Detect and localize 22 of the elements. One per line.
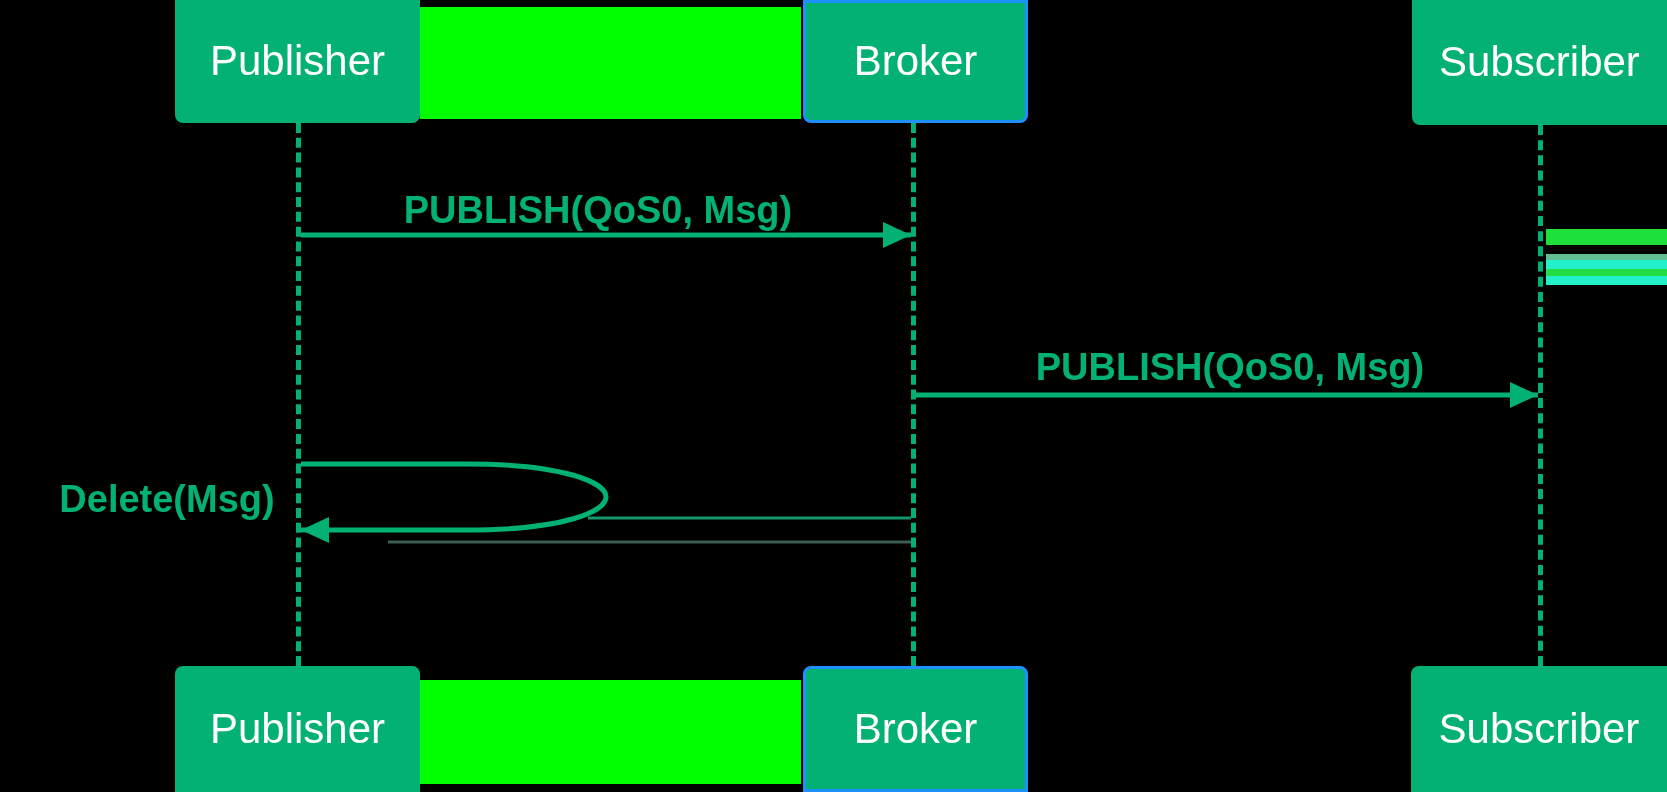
message-arrow <box>916 382 1538 408</box>
stray-line <box>588 516 911 520</box>
self-message-arrow <box>301 461 609 543</box>
filled-block <box>420 680 801 784</box>
participant-box <box>803 0 1028 123</box>
participant-name: Broker <box>853 705 978 753</box>
participant-name: Subscriber <box>1438 705 1640 753</box>
lifeline <box>296 123 301 666</box>
lifeline <box>911 123 916 666</box>
filled-block <box>420 7 801 119</box>
message-arrow <box>301 222 911 248</box>
participant-name: Publisher <box>209 705 386 753</box>
lifeline <box>1538 125 1543 666</box>
participant-box <box>1411 666 1667 792</box>
participant-name: Publisher <box>209 38 386 85</box>
participant-box <box>1412 0 1667 125</box>
stray-line <box>388 540 911 544</box>
participant-box <box>175 0 420 123</box>
participant-box <box>175 666 420 792</box>
participant-name: Broker <box>853 38 978 85</box>
participant-name: Subscriber <box>1439 39 1640 86</box>
participant-box <box>803 666 1028 792</box>
